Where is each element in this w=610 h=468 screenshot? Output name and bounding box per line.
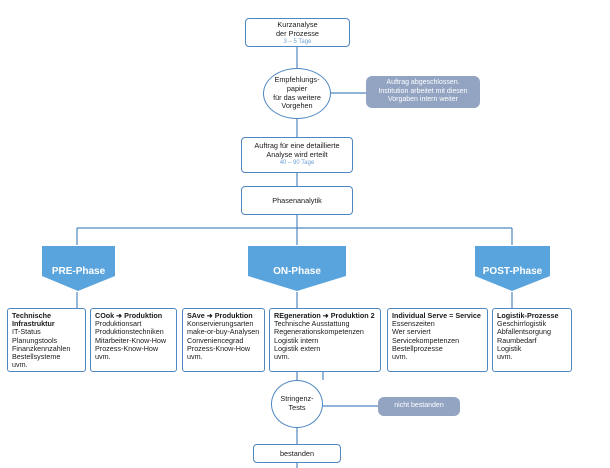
detail-item: Conveniencegrad bbox=[187, 335, 244, 345]
detail-item: uvm. bbox=[187, 352, 203, 362]
auftrag-box: Auftrag für eine detaillierte Analyse wi… bbox=[241, 137, 353, 173]
bestanden-box: bestanden bbox=[253, 444, 341, 463]
empfehlungspapier-line-2: papier bbox=[286, 83, 308, 93]
detail-title: Individual Serve = Service bbox=[392, 311, 481, 320]
auftrag-line-1: Auftrag für eine detaillierte bbox=[254, 141, 340, 150]
detail-box-cook-produktion: COok ➜ Produktion Produktionsart Produkt… bbox=[90, 308, 177, 372]
detail-item: Prozess-Know-How bbox=[187, 343, 251, 353]
bestanden-label: bestanden bbox=[279, 449, 315, 458]
on-phase-text: ON-Phase bbox=[273, 266, 321, 277]
auftrag-abgeschlossen-callout: Auftrag abgeschlossen. Institution arbei… bbox=[366, 76, 480, 108]
stringenz-line-1: Stringenz- bbox=[280, 394, 314, 404]
detail-item: uvm. bbox=[392, 352, 408, 362]
pre-phase-shape bbox=[42, 246, 115, 291]
detail-item: Logistik bbox=[497, 343, 522, 353]
on-phase-shape bbox=[248, 246, 346, 291]
empfehlungspapier-line-1: Empfehlungs- bbox=[274, 75, 320, 85]
post-phase-label: POST-Phase bbox=[475, 246, 550, 292]
detail-item: uvm. bbox=[95, 352, 111, 362]
detail-box-logistik-prozesse: Logistik-Prozesse Geschirrlogistik Abfal… bbox=[492, 308, 572, 372]
detail-item: uvm. bbox=[12, 360, 28, 370]
detail-item: Mitarbeiter-Know-How bbox=[95, 335, 167, 345]
empfehlungspapier-circle: Empfehlungs- papier für das weitere Vorg… bbox=[263, 68, 331, 119]
detail-item: Konservierungsarten bbox=[187, 319, 254, 329]
detail-title: Technische Infrastruktur bbox=[12, 311, 55, 329]
detail-box-save-produktion: SAve ➜ Produktion Konservierungsarten ma… bbox=[182, 308, 265, 372]
kurzanalyse-line-1: Kurzanalyse bbox=[277, 20, 318, 29]
empfehlungspapier-line-3: für das weitere bbox=[273, 92, 321, 102]
detail-item: Raumbedarf bbox=[497, 335, 537, 345]
detail-item: Essenszeiten bbox=[392, 319, 435, 329]
detail-item: IT-Status bbox=[12, 327, 41, 337]
phase-shapes bbox=[42, 246, 550, 291]
detail-title: Logistik-Prozesse bbox=[497, 311, 559, 320]
stringenz-line-2: Tests bbox=[288, 403, 306, 412]
abgeschlossen-line-1: Auftrag abgeschlossen. bbox=[386, 79, 460, 87]
on-phase-label: ON-Phase bbox=[248, 246, 346, 292]
detail-item: Abfallentsorgung bbox=[497, 327, 551, 337]
pre-phase-label: PRE-Phase bbox=[42, 246, 115, 292]
detail-title: COok ➜ Produktion bbox=[95, 311, 163, 320]
detail-title: REgeneration ➜ Produktion 2 bbox=[274, 311, 375, 320]
post-phase-text: POST-Phase bbox=[482, 266, 543, 277]
kurzanalyse-duration: 3 – 5 Tage bbox=[283, 39, 312, 46]
nicht-bestanden-label: nicht bestanden bbox=[394, 402, 444, 410]
detail-box-regeneration-produktion: REgeneration ➜ Produktion 2 Technische A… bbox=[269, 308, 381, 372]
pre-phase-text: PRE-Phase bbox=[51, 266, 106, 277]
phasenanalytik-label: Phasenanalytik bbox=[272, 196, 322, 205]
detail-item: uvm. bbox=[497, 352, 513, 362]
detail-item: Regenerationskompetenzen bbox=[274, 327, 364, 337]
abgeschlossen-line-3: Vorgaben intern weiter bbox=[387, 96, 459, 104]
detail-item: Logistik extern bbox=[274, 343, 321, 353]
kurzanalyse-box: Kurzanalyse der Prozesse 3 – 5 Tage bbox=[245, 18, 350, 47]
detail-item: Servicekompetenzen bbox=[392, 335, 460, 345]
detail-box-individual-serve: Individual Serve = Service Essenszeiten … bbox=[387, 308, 488, 372]
kurzanalyse-line-2: der Prozesse bbox=[276, 28, 319, 38]
detail-item: Geschirrlogistik bbox=[497, 319, 547, 329]
nicht-bestanden-callout: nicht bestanden bbox=[378, 397, 460, 416]
detail-item: Prozess-Know-How bbox=[95, 343, 159, 353]
detail-item: Finanzkennzahlen bbox=[12, 343, 71, 353]
auftrag-line-2: Analyse wird erteilt bbox=[266, 149, 328, 159]
detail-item: Bestellsysteme bbox=[12, 352, 61, 362]
detail-item: Bestellprozesse bbox=[392, 343, 443, 353]
stringenz-tests-circle: Stringenz- Tests bbox=[271, 380, 323, 428]
empfehlungspapier-line-4: Vorgehen bbox=[281, 101, 313, 111]
detail-item: Technische Ausstattung bbox=[274, 319, 350, 329]
detail-item: Wer serviert bbox=[392, 327, 431, 337]
detail-item: Produktionsart bbox=[95, 319, 142, 329]
post-phase-shape bbox=[475, 246, 550, 291]
detail-box-technische-infrastruktur: Technische Infrastruktur IT-Status Planu… bbox=[7, 308, 86, 372]
phasenanalytik-box: Phasenanalytik bbox=[241, 186, 353, 215]
detail-item: make-or-buy-Analysen bbox=[187, 327, 260, 337]
detail-item: Produktionstechniken bbox=[95, 327, 164, 337]
detail-title: SAve ➜ Produktion bbox=[187, 311, 253, 320]
detail-item: uvm. bbox=[274, 352, 290, 362]
detail-item: Planungstools bbox=[12, 335, 58, 345]
detail-item: Logistik intern bbox=[274, 335, 319, 345]
auftrag-duration: 40 – 90 Tage bbox=[279, 160, 315, 167]
abgeschlossen-line-2: Institution arbeitet mit diesen bbox=[378, 87, 468, 95]
